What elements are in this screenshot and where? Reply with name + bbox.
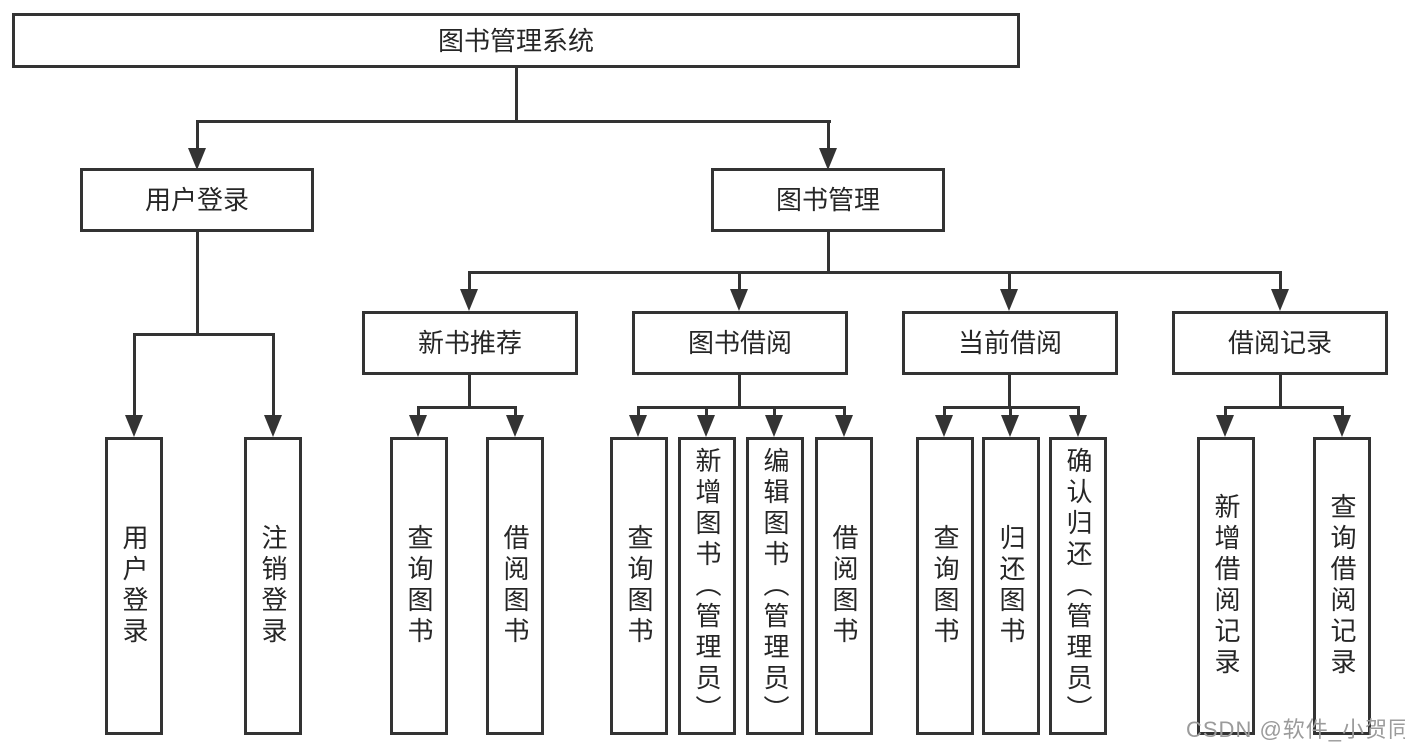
arrow-down-icon (125, 415, 143, 437)
connector-line (738, 373, 741, 409)
leaf-confirm-return-admin: 确认归还（管理员） (1049, 437, 1107, 735)
node-label: 查询借阅记录 (1327, 493, 1357, 679)
node-user-login: 用户登录 (80, 168, 314, 232)
node-label: 借阅图书 (829, 524, 859, 648)
node-current-borrowing: 当前借阅 (902, 311, 1118, 375)
connector-line (1279, 271, 1282, 291)
arrow-down-icon (506, 415, 524, 437)
arrow-down-icon (1069, 415, 1087, 437)
connector-line (1008, 373, 1011, 409)
node-borrowing-records: 借阅记录 (1172, 311, 1388, 375)
connector-line (514, 406, 517, 418)
node-label: 图书管理系统 (437, 25, 594, 56)
connector-line (133, 333, 136, 417)
node-label: 查询图书 (404, 524, 434, 648)
node-label: 用户登录 (144, 185, 249, 215)
connector-line (1008, 271, 1011, 291)
leaf-query-borrow-record: 查询借阅记录 (1313, 437, 1371, 735)
connector-line (417, 406, 517, 409)
node-label: 注销登录 (258, 524, 288, 648)
node-label: 编辑图书（管理员） (760, 446, 790, 726)
connector-line (468, 271, 471, 291)
connector-line (515, 66, 518, 122)
leaf-add-borrow-record: 新增借阅记录 (1197, 437, 1255, 735)
node-label: 借阅记录 (1227, 328, 1332, 358)
node-label: 归还图书 (996, 524, 1026, 648)
leaf-return-book: 归还图书 (982, 437, 1040, 735)
leaf-logout: 注销登录 (244, 437, 302, 735)
node-label: 查询图书 (930, 524, 960, 648)
node-new-book-recommend: 新书推荐 (362, 311, 578, 375)
leaf-edit-book-admin: 编辑图书（管理员） (746, 437, 804, 735)
connector-line (637, 406, 846, 409)
arrow-down-icon (188, 148, 206, 170)
arrow-down-icon (835, 415, 853, 437)
arrow-down-icon (264, 415, 282, 437)
node-label: 新增图书（管理员） (692, 446, 722, 726)
connector-line (1341, 406, 1344, 418)
node-book-borrowing: 图书借阅 (632, 311, 848, 375)
leaf-query-books-borrowing: 查询图书 (610, 437, 668, 735)
node-root-library-management-system: 图书管理系统 (12, 13, 1020, 68)
node-label: 用户登录 (119, 524, 149, 648)
connector-line (827, 120, 830, 152)
arrow-down-icon (765, 415, 783, 437)
leaf-user-login: 用户登录 (105, 437, 163, 735)
arrow-down-icon (1271, 289, 1289, 311)
connector-line (1077, 406, 1080, 418)
connector-line (773, 406, 776, 418)
node-label: 新增借阅记录 (1211, 493, 1241, 679)
arrow-down-icon (935, 415, 953, 437)
connector-line (468, 373, 471, 409)
node-label: 确认归还（管理员） (1063, 446, 1093, 726)
leaf-borrow-book: 借阅图书 (815, 437, 873, 735)
connector-line (196, 230, 199, 336)
connector-line (196, 120, 199, 152)
csdn-watermark: CSDN @软件_小贺同学 (1186, 717, 1405, 742)
connector-line (133, 333, 275, 336)
arrow-down-icon (409, 415, 427, 437)
connector-line (1009, 406, 1012, 418)
node-label: 图书借阅 (687, 328, 792, 358)
connector-line (738, 271, 741, 291)
connector-line (705, 406, 708, 418)
connector-line (943, 406, 946, 418)
arrow-down-icon (629, 415, 647, 437)
connector-line (843, 406, 846, 418)
connector-line (196, 120, 831, 123)
arrow-down-icon (1216, 415, 1234, 437)
leaf-query-books-recommend: 查询图书 (390, 437, 448, 735)
connector-line (417, 406, 420, 418)
arrow-down-icon (819, 148, 837, 170)
connector-line (272, 333, 275, 417)
connector-line (1279, 373, 1282, 409)
arrow-down-icon (460, 289, 478, 311)
connector-line (1224, 406, 1227, 418)
node-book-management: 图书管理 (711, 168, 945, 232)
leaf-query-books-current: 查询图书 (916, 437, 974, 735)
leaf-add-book-admin: 新增图书（管理员） (678, 437, 736, 735)
node-label: 当前借阅 (957, 328, 1062, 358)
arrow-down-icon (1000, 289, 1018, 311)
leaf-borrow-book-recommend: 借阅图书 (486, 437, 544, 735)
connector-line (827, 230, 830, 274)
arrow-down-icon (1001, 415, 1019, 437)
arrow-down-icon (730, 289, 748, 311)
node-label: 新书推荐 (417, 328, 522, 358)
arrow-down-icon (1333, 415, 1351, 437)
connector-line (1224, 406, 1344, 409)
node-label: 查询图书 (624, 524, 654, 648)
arrow-down-icon (697, 415, 715, 437)
connector-line (468, 271, 1282, 274)
node-label: 图书管理 (775, 185, 880, 215)
node-label: 借阅图书 (500, 524, 530, 648)
connector-line (637, 406, 640, 418)
